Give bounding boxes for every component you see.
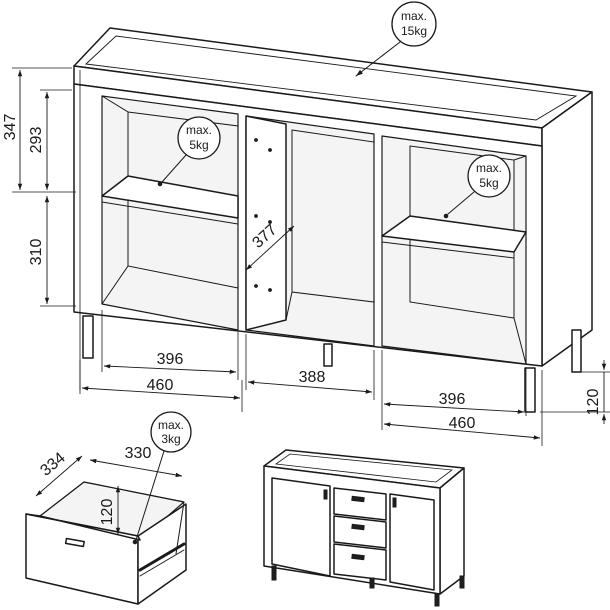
weight-badge-left-shelf: max. 5kg (157, 116, 221, 187)
shelf-pin-hole (254, 284, 258, 288)
drawer-dimension-330: 330 (89, 445, 183, 478)
right-door-knob (392, 497, 397, 508)
right-compartment-floor-edge (513, 317, 527, 365)
dim-460-right-text: 460 (449, 415, 476, 432)
dimension-120-legs: 120 (540, 360, 610, 424)
drawer-runner (138, 542, 186, 572)
drawer-right-side (137, 503, 187, 605)
dimension-396-right: 396 (381, 350, 527, 430)
left-shelf-front (101, 201, 239, 225)
drawer-dimension-120: 120 (99, 486, 121, 534)
shelf-pin-hole (268, 148, 272, 152)
dim-460-left-text: 460 (147, 377, 174, 394)
dim-396-right-text: 396 (439, 391, 466, 408)
assembled-sideboard-view (263, 449, 465, 607)
weight-badge-drawer: max. 3kg (132, 411, 192, 545)
cabinet-right-side (541, 91, 593, 367)
weight-top-label: max. (401, 9, 427, 23)
weight-drawer-value: 3kg (161, 432, 180, 446)
dimension-460-left: 460 (79, 360, 243, 412)
shelf-pin-hole (268, 288, 272, 292)
dim-388-text: 388 (299, 369, 326, 386)
weight-badge-top: max. 15kg (355, 1, 437, 77)
drawer-top-rim (25, 513, 141, 541)
drawer-dim-120-text: 120 (99, 499, 116, 526)
dimension-460-right: 460 (383, 370, 543, 446)
assembled-right-door (389, 493, 435, 591)
drawer-dim-334-text: 334 (37, 449, 68, 479)
main-cabinet (73, 27, 593, 413)
left-compartment-edge (101, 95, 129, 113)
middle-compartment-floor-edge (285, 291, 293, 321)
assembled-drawer-3 (333, 543, 387, 581)
leg-back-middle (323, 343, 333, 367)
dimension-388: 388 (245, 334, 375, 400)
shelf-pin-hole (254, 138, 258, 142)
shelf-pin-hole (268, 220, 272, 224)
weight-right-value: 5kg (479, 176, 498, 190)
drawer-2-handle (351, 523, 365, 531)
dimension-293: 293 (28, 89, 72, 190)
leg-back-right (571, 329, 582, 373)
assembled-drawer-1 (333, 487, 387, 521)
weight-left-label: max. (186, 123, 212, 137)
dim-310-text: 310 (28, 239, 45, 266)
drawer-3-handle (351, 553, 365, 561)
assembled-drawer-2 (333, 515, 387, 549)
dimension-347: 347 (2, 67, 76, 193)
weight-right-label: max. (476, 161, 502, 175)
weight-left-value: 5kg (189, 138, 208, 152)
weight-drawer-label: max. (158, 418, 184, 432)
drawer-back-edge (83, 481, 185, 503)
drawer-handle (64, 537, 85, 548)
dim-347-text: 347 (2, 114, 19, 141)
assembled-left-door (271, 477, 331, 577)
left-shelf (101, 175, 239, 219)
assembled-top-inset (274, 453, 454, 483)
dim-293-text: 293 (28, 127, 45, 154)
drawer-inner-right (175, 501, 185, 555)
right-shelf (381, 215, 527, 253)
dim-120-legs-text: 120 (585, 389, 602, 416)
assembled-leg (369, 577, 375, 589)
dimension-396-left: 396 (101, 310, 239, 380)
assembled-leg (434, 593, 440, 607)
weight-top-value: 15kg (401, 24, 427, 38)
right-compartment-edge (513, 155, 527, 161)
weight-badge-right-shelf: max. 5kg (443, 154, 511, 219)
drawer-detail (25, 481, 187, 605)
dim-396-left-text: 396 (157, 351, 184, 368)
leg-front-left (82, 315, 94, 359)
shelf-pin-hole (254, 214, 258, 218)
left-compartment-floor-edge (101, 265, 129, 305)
cabinet-top-inset (84, 35, 578, 121)
leg-front-right (524, 367, 536, 413)
assembled-leg (459, 575, 465, 589)
drawer-1-handle (351, 495, 365, 503)
dimension-310: 310 (28, 196, 76, 307)
assembled-leg (271, 565, 277, 581)
right-shelf-front (381, 241, 515, 259)
assembled-right-side (439, 467, 465, 595)
left-door-knob (323, 489, 328, 500)
drawer-dim-330-text: 330 (125, 445, 152, 462)
